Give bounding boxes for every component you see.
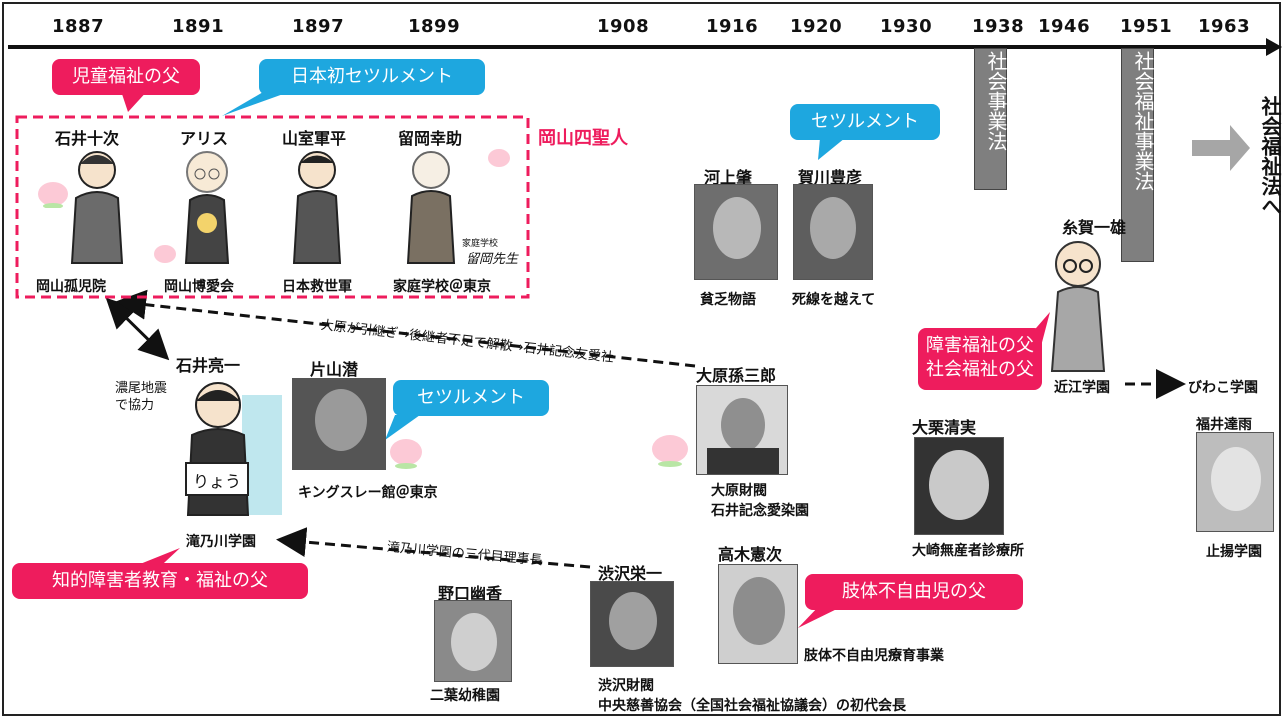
tomeoka-sign-small: 家庭学校 xyxy=(462,239,499,249)
org-okayama-hakuaikai: 岡山博愛会 xyxy=(164,279,234,295)
person-name-shibusawa: 渋沢栄一 xyxy=(598,564,663,583)
person-name-ohara: 大原孫三郎 xyxy=(696,366,777,385)
takagi-photo xyxy=(718,564,798,664)
person-name-kagawa: 賀川豊彦 xyxy=(798,168,863,187)
work-binbo-monogatari: 貧乏物語 xyxy=(700,292,756,308)
org-biwako-gakuen: びわこ学園 xyxy=(1188,380,1258,396)
timeline-arrowhead xyxy=(1266,38,1282,56)
callout-first-settlement: 日本初セツルメント xyxy=(259,59,485,95)
year-1897: 1897 xyxy=(292,16,345,37)
org-futaba-kindergarten: 二葉幼稚園 xyxy=(430,688,500,704)
callout-disability-father: 障害福祉の父 社会福祉の父 xyxy=(918,328,1042,390)
org-okayama-orphanage: 岡山孤児院 xyxy=(36,279,106,295)
person-name-yamamuro: 山室軍平 xyxy=(282,129,347,148)
year-1891: 1891 xyxy=(172,16,225,37)
tomeoka-sign-large: 留岡先生 xyxy=(466,252,519,267)
itoga-illustration xyxy=(1050,241,1106,372)
org-takinogawa-gakuen: 滝乃川学園 xyxy=(186,534,256,550)
org-aizenen: 石井記念愛染園 xyxy=(711,503,809,519)
person-name-tomeoka: 留岡幸助 xyxy=(398,129,463,148)
ryoichi-sign: りょう xyxy=(193,472,242,491)
peach-icon xyxy=(488,149,510,167)
callout-tail xyxy=(385,415,420,440)
org-rehab-service: 肢体不自由児療育事業 xyxy=(804,648,944,664)
shibusawa-arrow xyxy=(276,527,591,569)
org-shibusawa-zaibatsu: 渋沢財閥 xyxy=(598,678,654,694)
callout-intellectual-father: 知的障害者教育・福祉の父 xyxy=(12,563,308,599)
law-1951: 社会福祉事業法 xyxy=(1121,48,1155,262)
shibusawa-photo xyxy=(590,581,674,667)
year-1916: 1916 xyxy=(706,16,759,37)
alice-illustration xyxy=(184,151,230,264)
person-name-kawakami: 河上肇 xyxy=(704,168,753,187)
noguchi-photo xyxy=(434,600,512,682)
work-shisen-wo-koete: 死線を越えて xyxy=(792,292,876,308)
ohara-photo xyxy=(696,385,788,475)
callout-tail xyxy=(798,605,845,628)
year-1930: 1930 xyxy=(880,16,933,37)
year-1963: 1963 xyxy=(1198,16,1251,37)
org-katei-gakko: 家庭学校＠東京 xyxy=(393,279,491,295)
callout-tail xyxy=(222,88,300,116)
katayama-photo xyxy=(292,378,386,470)
note-nobi-earthquake: 濃尾地震 で協力 xyxy=(115,381,168,413)
year-1946: 1946 xyxy=(1038,16,1091,37)
org-omi-gakuen: 近江学園 xyxy=(1054,380,1110,396)
person-name-itoga: 糸賀一雄 xyxy=(1062,218,1127,237)
person-name-okuri: 大栗清実 xyxy=(912,418,977,437)
callout-settlement-katayama: セツルメント xyxy=(393,380,549,416)
person-name-takagi: 高木憲次 xyxy=(718,545,783,564)
year-1951: 1951 xyxy=(1120,16,1173,37)
callout-physical-disability-father: 肢体不自由児の父 xyxy=(805,574,1023,610)
tomeoka-illustration xyxy=(406,151,456,264)
org-kingsley-hall: キングスレー館＠東京 xyxy=(298,485,438,501)
person-name-ishii-ryoichi: 石井亮一 xyxy=(176,356,241,375)
law-1938: 社会事業法 xyxy=(974,48,1008,190)
callout-tail xyxy=(818,138,845,160)
callout-child-welfare-father: 児童福祉の父 xyxy=(52,59,200,95)
okuri-photo xyxy=(914,437,1004,535)
org-salvation-army: 日本救世軍 xyxy=(282,279,352,295)
peach-icon xyxy=(652,435,688,467)
peach-icon xyxy=(154,245,176,263)
year-1938: 1938 xyxy=(972,16,1025,37)
year-1908: 1908 xyxy=(597,16,650,37)
person-name-ishii-juji: 石井十次 xyxy=(55,129,120,148)
callout-settlement-kagawa: セツルメント xyxy=(790,104,940,140)
person-name-alice: アリス xyxy=(180,129,229,148)
ishii-juji-illustration xyxy=(70,151,124,264)
ishii-ryoichi-illustration xyxy=(185,382,282,516)
fukui-photo xyxy=(1196,432,1274,532)
year-1920: 1920 xyxy=(790,16,843,37)
peach-icon xyxy=(390,439,422,469)
year-1899: 1899 xyxy=(408,16,461,37)
yamamuro-illustration xyxy=(292,151,342,264)
okayama-box xyxy=(15,115,530,299)
end-label: 社会福祉法へ xyxy=(1258,96,1282,216)
okayama-label: 岡山四聖人 xyxy=(538,128,628,149)
law-arrow xyxy=(1192,125,1250,171)
org-central-charity-association: 中央慈善協会（全国社会福祉協議会）の初代会長 xyxy=(598,698,906,714)
year-1887: 1887 xyxy=(52,16,105,37)
kawakami-photo xyxy=(694,184,778,280)
ishii-link-arrow xyxy=(105,297,170,361)
person-name-fukui: 福井達雨 xyxy=(1196,417,1252,433)
ohara-succession-arrow xyxy=(116,289,696,368)
org-ohara-zaibatsu: 大原財閥 xyxy=(711,483,767,499)
person-name-katayama: 片山潜 xyxy=(310,360,359,379)
org-osaki-clinic: 大崎無産者診療所 xyxy=(912,543,1024,559)
org-shiyo-gakuen: 止揚学園 xyxy=(1206,544,1262,560)
peach-icon xyxy=(38,182,68,208)
kagawa-photo xyxy=(793,184,873,280)
person-name-noguchi: 野口幽香 xyxy=(438,584,503,603)
